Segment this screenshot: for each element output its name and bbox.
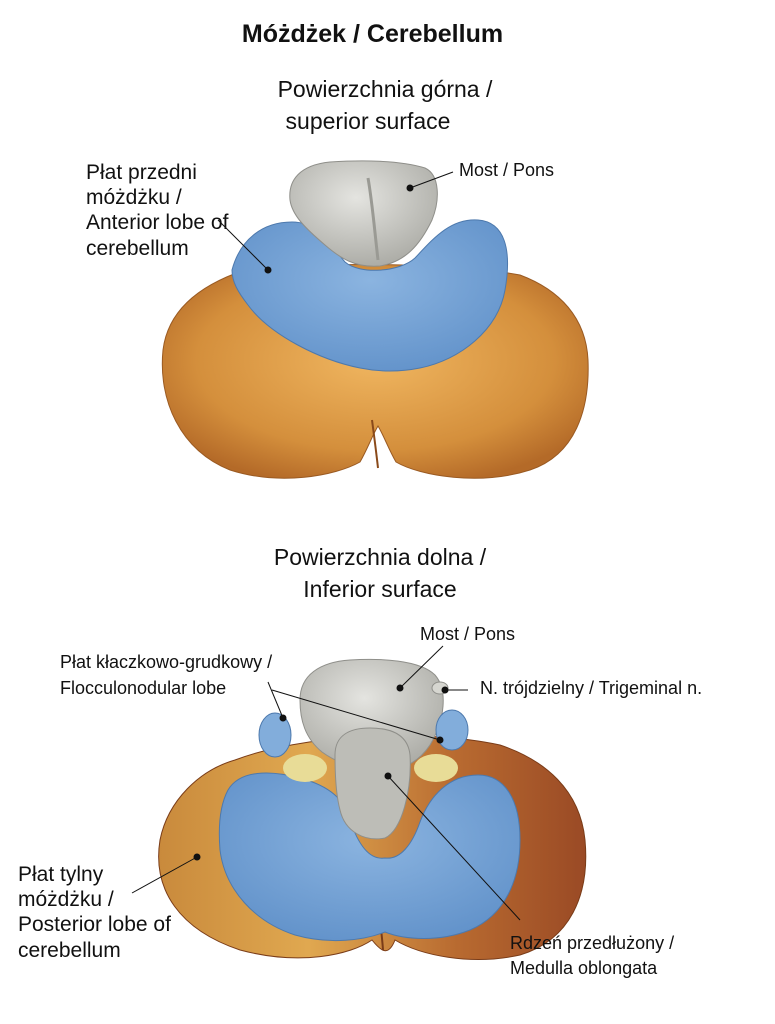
dot-flocculus-right bbox=[436, 736, 444, 744]
label-posterior-lobe-line3: Posterior lobe of bbox=[18, 913, 171, 937]
inferior-cerebellum bbox=[158, 658, 587, 960]
leader-anterior-lobe bbox=[217, 219, 269, 271]
label-posterior-lobe-line4: cerebellum bbox=[18, 938, 121, 962]
superior-heading-line1: Powierzchnia górna / bbox=[277, 76, 493, 102]
nerve-yellow-right bbox=[414, 754, 458, 782]
dot-medulla bbox=[384, 772, 392, 780]
label-anterior-lobe-line3: Anterior lobe of bbox=[86, 211, 229, 235]
dot-superior-pons bbox=[406, 184, 414, 192]
label-medulla-line1: Rdzeń przedłużony / bbox=[510, 933, 675, 953]
label-posterior-lobe-line2: móżdżku / bbox=[18, 888, 114, 912]
superior-cerebellum bbox=[161, 160, 589, 479]
label-medulla-line2: Medulla oblongata bbox=[510, 958, 658, 978]
inferior-heading-line2: Inferior surface bbox=[303, 576, 457, 602]
nerve-yellow-left bbox=[283, 754, 327, 782]
dot-flocculus-left bbox=[279, 714, 287, 722]
leader-flocculus-right bbox=[271, 689, 441, 741]
label-anterior-lobe-line2: móżdżku / bbox=[86, 186, 182, 210]
label-posterior-lobe: Płat tylny móżdżku / Posterior lobe of c… bbox=[18, 862, 171, 963]
dot-trigeminal bbox=[441, 686, 449, 694]
dot-anterior-lobe bbox=[264, 266, 272, 274]
superior-pons-shape bbox=[289, 160, 438, 267]
label-superior-pons: Most / Pons bbox=[459, 160, 555, 180]
flocculus-left bbox=[258, 712, 292, 758]
leader-inferior-pons bbox=[399, 645, 444, 689]
page-title: Móżdżek / Cerebellum bbox=[241, 20, 504, 48]
dot-posterior-lobe bbox=[193, 853, 201, 861]
inferior-pons-shape bbox=[299, 658, 444, 771]
label-posterior-lobe-line1: Płat tylny bbox=[18, 863, 104, 886]
label-anterior-lobe-line1: Płat przedni bbox=[86, 161, 197, 184]
superior-heading-line2: superior surface bbox=[285, 108, 451, 134]
superior-midline-notch bbox=[371, 419, 379, 469]
flocculus-right bbox=[435, 709, 469, 751]
leader-lines bbox=[131, 171, 521, 921]
leader-posterior-lobe bbox=[131, 856, 198, 894]
leader-flocculus-left bbox=[267, 681, 284, 719]
dot-inferior-pons bbox=[396, 684, 404, 692]
inferior-heading-line1: Powierzchnia dolna / bbox=[273, 544, 487, 570]
label-inferior-pons: Most / Pons bbox=[420, 624, 516, 644]
label-anterior-lobe-line4: cerebellum bbox=[86, 236, 189, 260]
label-anterior-lobe: Płat przedni móżdżku / Anterior lobe of … bbox=[86, 160, 228, 261]
leader-medulla bbox=[387, 775, 521, 921]
label-flocculonodular-line2: Flocculonodular lobe bbox=[60, 678, 227, 698]
label-flocculonodular-line1: Płat kłaczkowo-grudkowy / bbox=[60, 652, 273, 672]
leader-superior-pons bbox=[409, 171, 454, 189]
label-trigeminal: N. trójdzielny / Trigeminal n. bbox=[480, 678, 703, 698]
medulla-shape bbox=[334, 727, 411, 840]
superior-pons-groove bbox=[366, 177, 380, 261]
